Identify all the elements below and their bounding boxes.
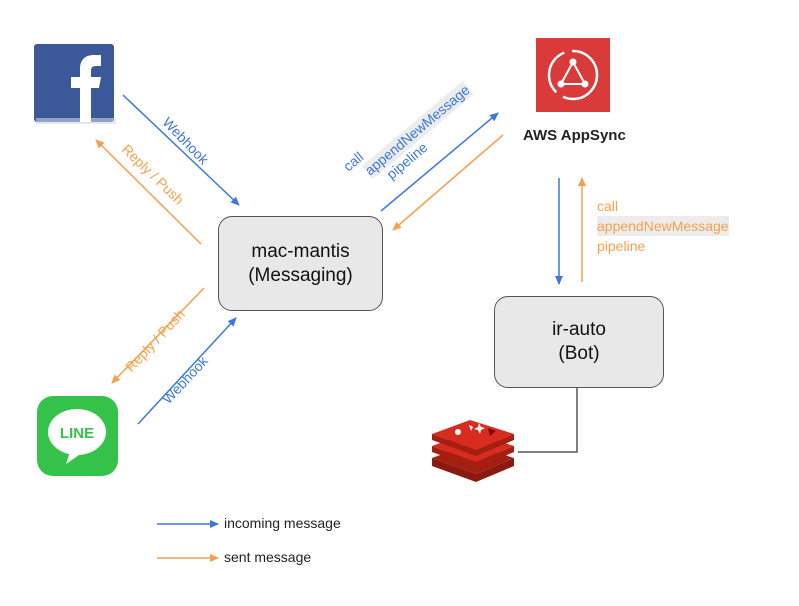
fb-reply-arrow <box>95 139 202 245</box>
bot-node: ir-auto (Bot) <box>494 296 664 388</box>
fb-webhook-arrow <box>122 94 240 206</box>
redis-connector <box>518 386 578 453</box>
messaging-node: mac-mantis (Messaging) <box>218 216 383 311</box>
legend-sent-label: sent message <box>224 549 312 565</box>
line-logo-text: LINE <box>60 425 94 442</box>
redis-icon <box>432 420 514 482</box>
bot-appsync-label: call appendNewMessage pipeline <box>597 196 729 256</box>
line-webhook-arrow <box>137 317 237 425</box>
bot-node-role: (Bot) <box>558 343 600 364</box>
line-reply-arrow <box>111 287 205 384</box>
bot-appsync-label-line2: appendNewMessage <box>597 216 729 236</box>
line-icon: LINE <box>37 396 118 476</box>
facebook-icon <box>34 44 116 124</box>
appsync-label: AWS AppSync <box>523 127 626 144</box>
appsync-to-messaging-arrow <box>392 134 504 231</box>
messaging-node-role: (Messaging) <box>248 264 353 286</box>
legend-incoming-label: incoming message <box>224 515 341 531</box>
bot-appsync-label-line1: call <box>597 198 619 214</box>
messaging-node-name: mac-mantis <box>251 240 350 262</box>
bot-node-name: ir-auto <box>552 319 606 340</box>
appsync-icon <box>536 38 610 112</box>
bot-appsync-label-line3: pipeline <box>597 238 646 254</box>
messaging-to-appsync-arrow <box>380 112 499 212</box>
